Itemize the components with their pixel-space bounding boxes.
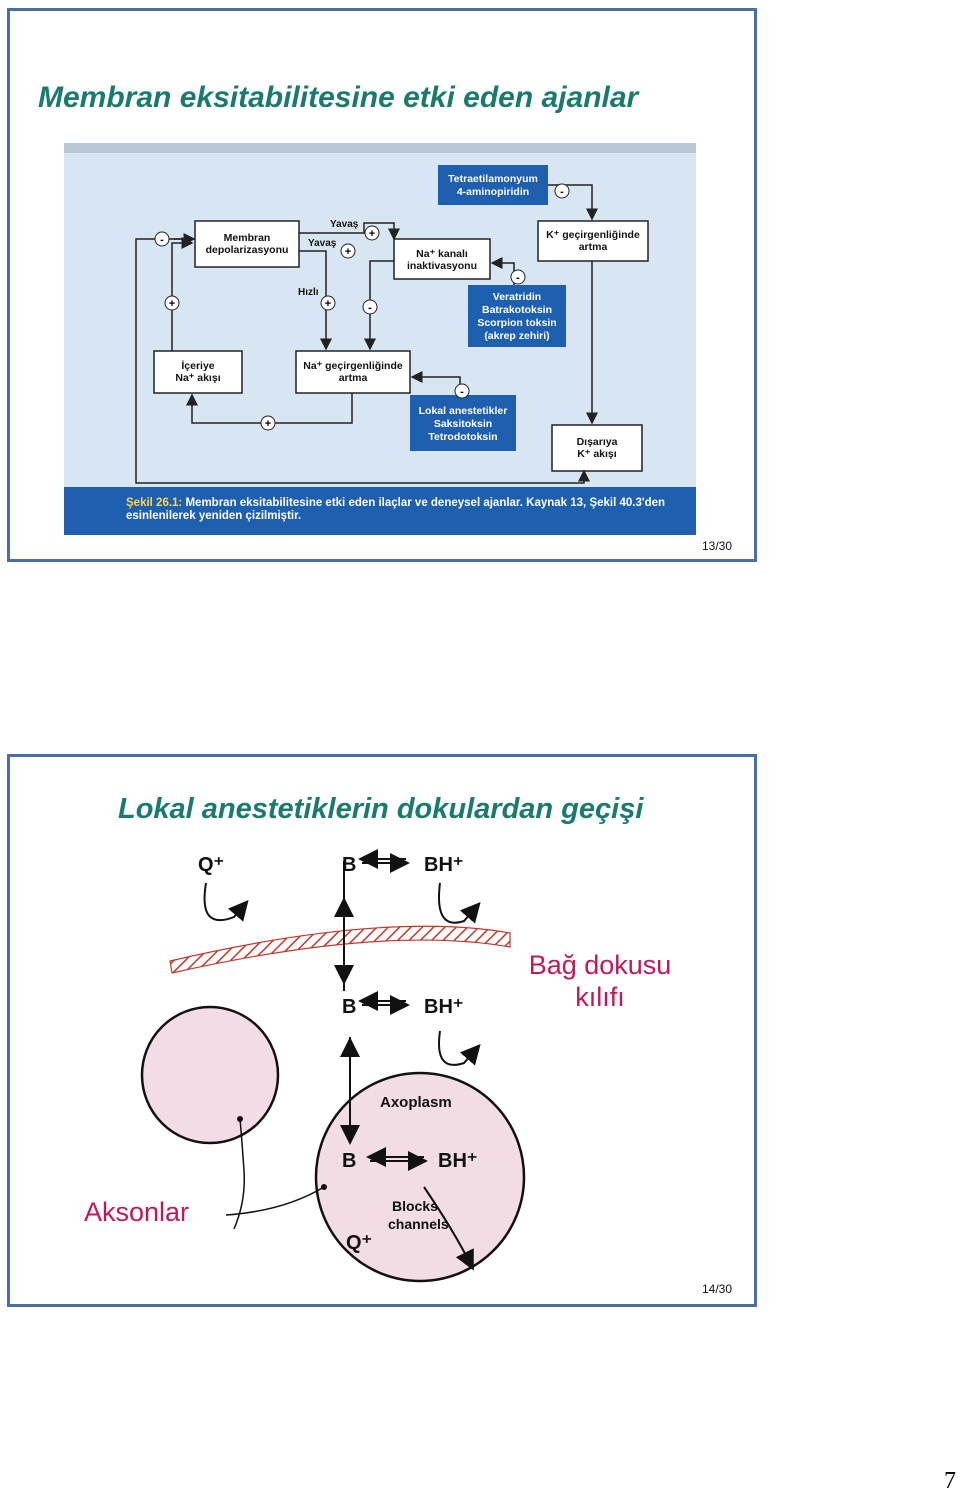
figure-caption: Şekil 26.1: Membran eksitabilitesine etk… xyxy=(126,497,686,523)
box-nakanal-l1: Na⁺ kanalı xyxy=(416,248,468,260)
label-yavas-2: Yavaş xyxy=(308,238,337,249)
box-membran-l2: depolarizasyonu xyxy=(206,244,289,256)
slide-title: Membran eksitabilitesine etki eden ajanl… xyxy=(38,81,639,114)
box-kgecir-l1: K⁺ geçirgenliğinde xyxy=(546,229,640,241)
svg-text:-: - xyxy=(160,234,164,246)
svg-text:-: - xyxy=(368,302,372,314)
axon-left xyxy=(140,1005,280,1145)
svg-text:+: + xyxy=(369,228,375,240)
box-lokal-l1: Lokal anestetikler xyxy=(419,405,508,417)
excitability-diagram: - + + + + - - - - + Membran depolarizasy… xyxy=(64,143,696,535)
box-tetra-l1: Tetraetilamonyum xyxy=(448,173,538,185)
svg-text:-: - xyxy=(460,386,464,398)
label-b-axon: B xyxy=(342,1150,356,1172)
svg-text:-: - xyxy=(560,186,564,198)
caption-text: Membran eksitabilitesine etki eden ilaçl… xyxy=(126,497,666,522)
sheath-label-line1: Bağ dokusu xyxy=(528,950,672,980)
box-nagecir-l2: artma xyxy=(339,372,368,384)
box-veratridin-l3: Scorpion toksin xyxy=(477,317,556,329)
label-hizli: Hızlı xyxy=(298,287,319,298)
slide-13: Membran eksitabilitesine etki eden ajanl… xyxy=(7,8,757,562)
box-iceriye-l2: Na⁺ akışı xyxy=(175,372,220,384)
sheath-label-line2: kılıfı xyxy=(575,982,625,1012)
anesthetic-diffusion-figure: Q⁺ B BH⁺ B BH⁺ Axoplasm B BH⁺ Blocks cha… xyxy=(134,841,660,1291)
label-channels: channels xyxy=(388,1216,449,1232)
label-q-top: Q⁺ xyxy=(198,854,224,876)
label-blocks: Blocks xyxy=(392,1198,438,1214)
box-nakanal-l2: inaktivasyonu xyxy=(407,260,477,272)
slide-number: 13/30 xyxy=(701,539,732,553)
box-kgecir-l2: artma xyxy=(579,241,608,253)
sheath-label: Bağ dokusu kılıfı xyxy=(510,949,690,1013)
box-lokal-l3: Tetrodotoksin xyxy=(428,431,497,443)
svg-text:-: - xyxy=(516,272,520,284)
label-q-axon: Q⁺ xyxy=(346,1232,372,1254)
svg-text:+: + xyxy=(265,418,271,430)
caption-label: Şekil 26.1: xyxy=(126,497,183,509)
slide-title: Lokal anestetiklerin dokulardan geçişi xyxy=(118,793,644,825)
axon-label: Aksonlar xyxy=(84,1197,190,1227)
connective-sheath xyxy=(169,925,511,974)
label-bh-axon: BH⁺ xyxy=(438,1150,477,1172)
svg-text:+: + xyxy=(169,298,175,310)
box-membran-l1: Membran xyxy=(224,232,271,244)
label-axoplasm: Axoplasm xyxy=(380,1094,452,1111)
box-veratridin-l2: Batrakotoksin xyxy=(482,304,552,316)
box-veratridin-l4: (akrep zehiri) xyxy=(484,330,549,342)
box-iceriye-l1: İçeriye xyxy=(181,359,214,372)
figure-svg: Q⁺ B BH⁺ B BH⁺ Axoplasm B BH⁺ Blocks cha… xyxy=(140,849,526,1283)
label-yavas-1: Yavaş xyxy=(330,219,359,230)
box-lokal-l2: Saksitoksin xyxy=(434,418,492,430)
label-b-top: B xyxy=(342,854,356,876)
slide-14: Lokal anestetiklerin dokulardan geçişi xyxy=(7,754,757,1307)
caption-band xyxy=(64,487,696,535)
label-bh-mid: BH⁺ xyxy=(424,996,463,1018)
box-disariya-l2: K⁺ akışı xyxy=(577,448,616,460)
diagram-svg: - + + + + - - - - + Membran depolarizasy… xyxy=(64,143,696,535)
label-bh-top: BH⁺ xyxy=(424,854,463,876)
slide-number: 14/30 xyxy=(701,1282,732,1296)
axon-main xyxy=(314,1071,526,1283)
box-disariya-l1: Dışarıya xyxy=(577,436,618,448)
svg-text:+: + xyxy=(325,298,331,310)
label-b-mid: B xyxy=(342,996,356,1018)
page-number: 7 xyxy=(944,1468,956,1494)
box-tetra-l2: 4-aminopiridin xyxy=(457,186,529,198)
box-veratridin-l1: Veratridin xyxy=(493,291,541,303)
box-nagecir-l1: Na⁺ geçirgenliğinde xyxy=(303,360,403,372)
svg-text:+: + xyxy=(345,246,351,258)
